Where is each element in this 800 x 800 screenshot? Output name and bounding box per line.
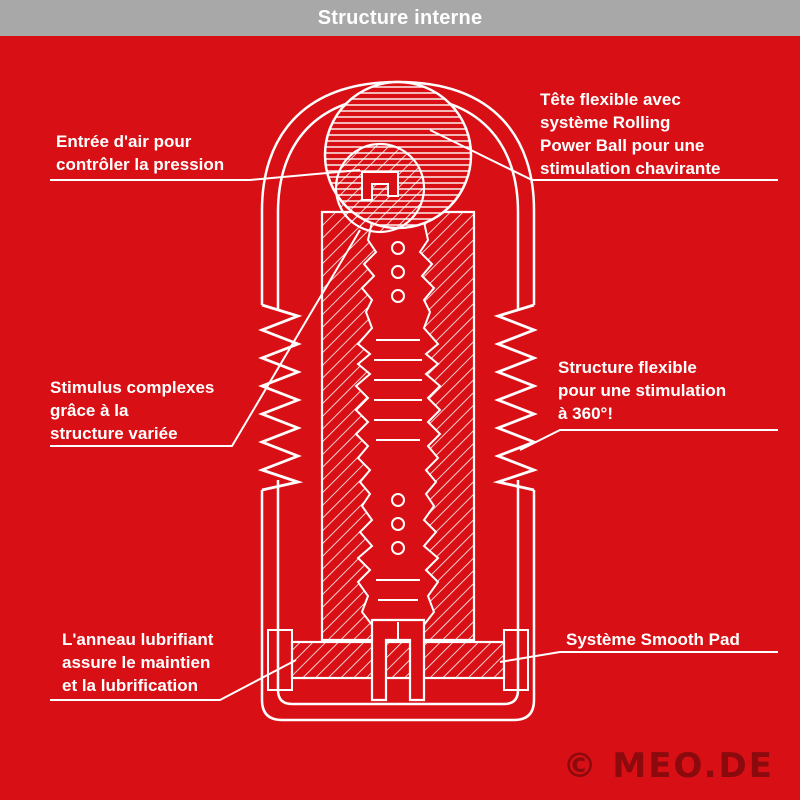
casing-outline-right: [397, 80, 536, 305]
title-bar: Structure interne: [0, 0, 800, 36]
air-inlet-valve: [361, 171, 399, 201]
page-title: Structure interne: [317, 6, 483, 29]
casing-lower-right: [398, 490, 536, 722]
channel-nodules: [374, 241, 422, 601]
lubricating-ring-right: [503, 629, 529, 691]
casing-inner-bottom: [276, 480, 520, 706]
spring-right: [492, 303, 539, 492]
label-flexible-head: Tête flexible avec système Rolling Power…: [540, 90, 721, 178]
leader-flexible-structure: [519, 429, 778, 451]
leader-lubricating-ring: [50, 659, 297, 701]
leader-smooth-pad: [499, 651, 778, 663]
casing-outline-left: [260, 80, 399, 305]
label-lubricating-ring: L'anneau lubrifiant assure le maintien e…: [62, 630, 214, 695]
lubricating-ring-left: [267, 629, 293, 691]
leader-flexible-head: [429, 129, 778, 181]
leader-stimulus: [50, 229, 361, 447]
base-connector: [370, 618, 426, 702]
label-flexible-structure: Structure flexible pour une stimulation …: [558, 358, 727, 423]
watermark: © MEO.DE: [562, 746, 774, 786]
casing-lower-left: [260, 490, 398, 722]
spring-left: [257, 303, 304, 492]
air-inlet: [334, 142, 426, 234]
inner-channel: [354, 221, 442, 631]
leader-air-inlet: [50, 169, 361, 181]
label-smooth-pad: Système Smooth Pad: [566, 630, 740, 649]
label-air-inlet: Entrée d'air pour contrôler la pression: [56, 132, 225, 174]
smooth-pad: [290, 640, 506, 680]
label-stimulus: Stimulus complexes grâce à la structure …: [50, 378, 215, 443]
